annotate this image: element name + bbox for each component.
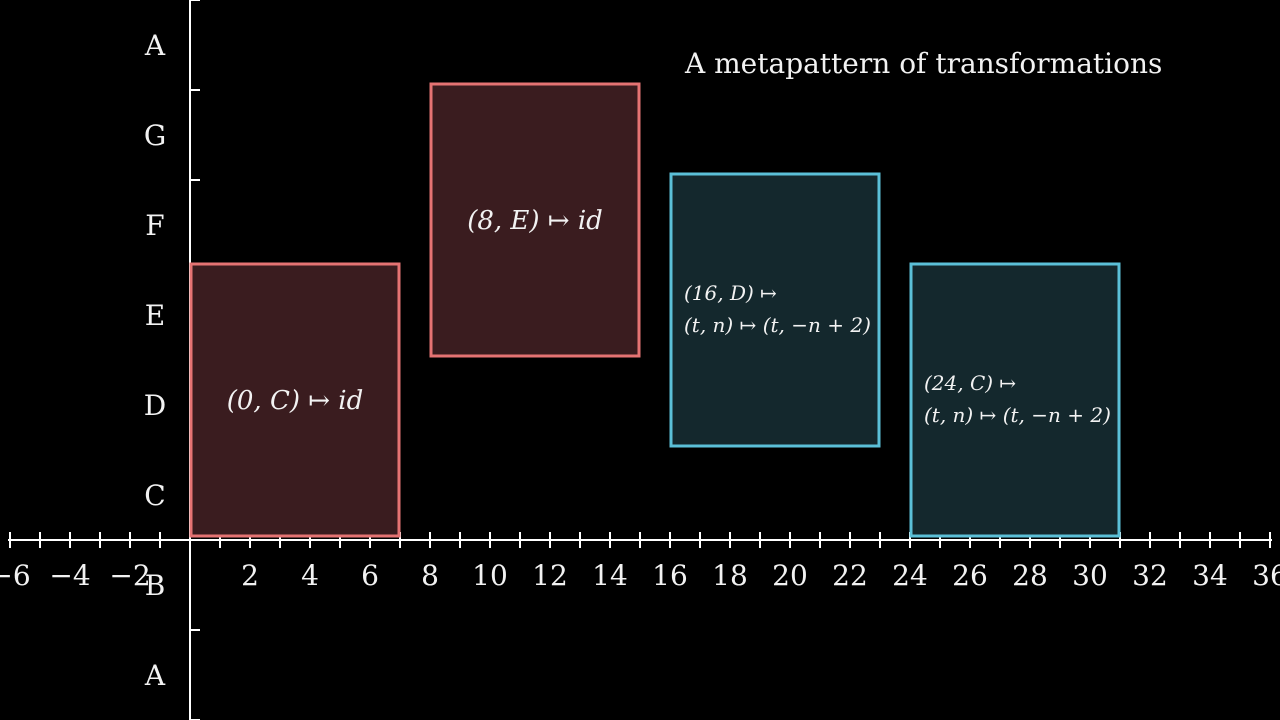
note-block [909,262,1121,538]
x-tick-label: 36 [1252,559,1280,592]
x-tick-label: 30 [1072,559,1108,592]
note-label: (16, D) ↦ [684,281,777,305]
y-pitch-label: C [144,479,165,512]
y-pitch-label: D [144,389,166,422]
y-pitch-label: B [145,569,166,602]
x-tick-label: −2 [109,559,150,592]
x-tick-label: 34 [1192,559,1228,592]
x-tick-label: 32 [1132,559,1168,592]
x-tick-label: −6 [0,559,31,592]
y-pitch-label: A [144,659,166,692]
note-label: (t, n) ↦ (t, −n + 2) [924,403,1111,427]
note-label: (t, n) ↦ (t, −n + 2) [684,313,871,337]
x-tick-label: −4 [49,559,90,592]
x-tick-label: 6 [361,559,379,592]
y-pitch-label: F [145,209,164,242]
x-tick-label: 10 [472,559,508,592]
x-tick-label: 20 [772,559,808,592]
x-tick-label: 24 [892,559,928,592]
x-tick-label: 8 [421,559,439,592]
diagram-title: A metapattern of transformations [684,47,1162,80]
x-tick-label: 4 [301,559,319,592]
x-tick-label: 22 [832,559,868,592]
x-tick-label: 26 [952,559,988,592]
note-block [669,172,881,448]
x-tick-label: 28 [1012,559,1048,592]
y-pitch-label: A [144,29,166,62]
note-label: (8, E) ↦ id [467,206,603,236]
x-tick-label: 2 [241,559,259,592]
x-tick-label: 14 [592,559,628,592]
note-block [429,82,641,358]
y-pitch-label: G [144,119,166,152]
note-label: (24, C) ↦ [924,371,1016,395]
x-tick-label: 12 [532,559,568,592]
x-tick-label: 16 [652,559,688,592]
y-pitch-label: E [145,299,165,332]
note-blocks: (0, C) ↦ id (8, E) ↦ id (16, D) ↦ (t, n) ↦ … [189,82,1121,538]
note-block [189,262,401,538]
x-tick-label: 18 [712,559,748,592]
note-label: (0, C) ↦ id [227,386,364,416]
